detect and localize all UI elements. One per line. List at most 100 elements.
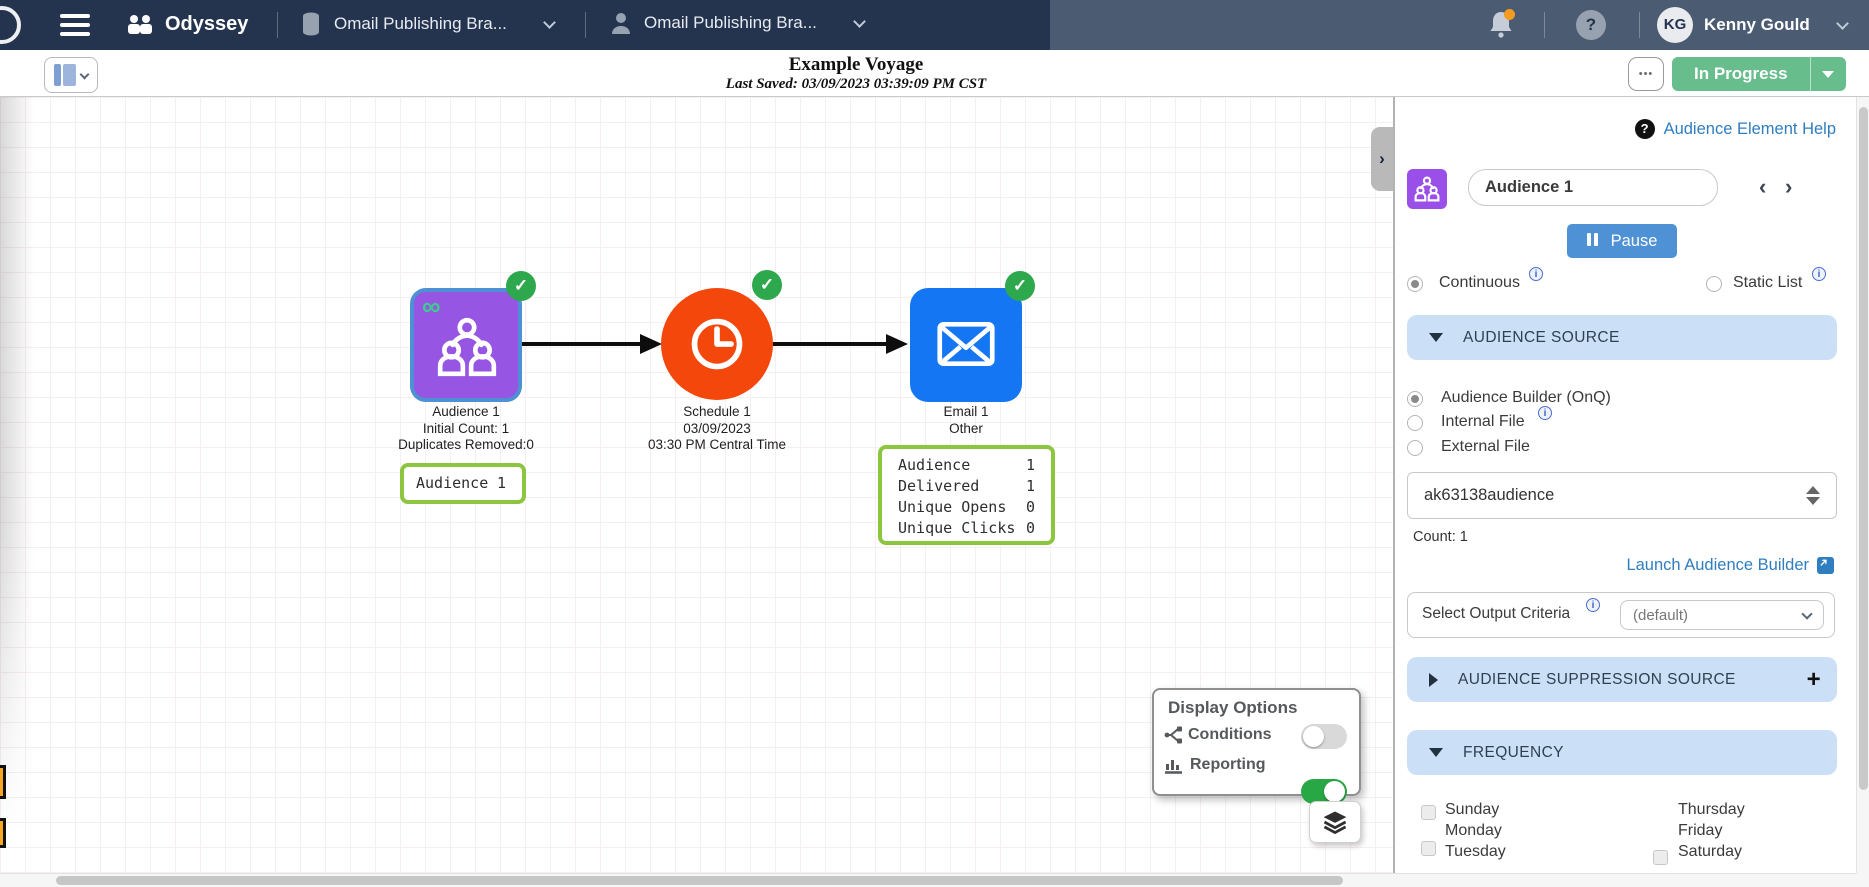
reporting-bar-chart-icon bbox=[1165, 760, 1182, 774]
vertical-scrollbar-thumb[interactable] bbox=[1859, 107, 1868, 790]
display-options-panel: Display Options Conditions Reporting bbox=[1152, 688, 1361, 804]
audience-initial-count: Initial Count: 1 bbox=[422, 420, 510, 436]
panel-divider bbox=[1393, 97, 1395, 873]
schedule-node-label: Schedule 1 03/09/2023 03:30 PM Central T… bbox=[597, 404, 837, 454]
stat-value: 1 bbox=[496, 474, 506, 492]
status-dropdown-toggle[interactable] bbox=[1809, 57, 1846, 91]
workspace-dropdown[interactable]: Omail Publishing Bra... bbox=[300, 11, 556, 37]
reporting-toggle[interactable] bbox=[1301, 779, 1347, 804]
pause-button[interactable]: Pause bbox=[1567, 224, 1677, 258]
database-icon bbox=[303, 12, 319, 36]
connector-arrowhead bbox=[640, 334, 662, 354]
output-criteria-box: Select Output Criteria i (default) bbox=[1407, 592, 1835, 638]
topbar-divider bbox=[585, 12, 586, 38]
check-badge-icon: ✓ bbox=[752, 270, 782, 300]
audience-count: Count: 1 bbox=[1413, 529, 1468, 545]
chevron-down-icon bbox=[79, 69, 90, 80]
audience-element-help[interactable]: ? Audience Element Help bbox=[1634, 119, 1836, 139]
checkbox-monday[interactable] bbox=[1421, 841, 1436, 856]
stat-label: Audience bbox=[416, 474, 489, 492]
checkbox-thursday[interactable] bbox=[1653, 850, 1668, 865]
email-type: Other bbox=[949, 420, 983, 436]
audience-element-help-label: Audience Element Help bbox=[1663, 119, 1836, 138]
connector-line bbox=[520, 342, 642, 346]
audience-duplicates: Duplicates Removed:0 bbox=[398, 437, 534, 452]
horizontal-scrollbar[interactable] bbox=[0, 873, 1856, 887]
radio-continuous[interactable] bbox=[1407, 276, 1423, 292]
scrollbar-corner bbox=[1856, 873, 1869, 887]
radio-static-list[interactable] bbox=[1706, 276, 1722, 292]
info-icon[interactable]: i bbox=[1586, 598, 1600, 612]
audience-title: Audience 1 bbox=[432, 404, 500, 419]
node-email[interactable] bbox=[910, 288, 1022, 402]
audience-source-header[interactable]: AUDIENCE SOURCE bbox=[1407, 315, 1837, 360]
audience-people-icon bbox=[437, 317, 497, 377]
node-schedule[interactable] bbox=[661, 288, 773, 400]
layers-icon bbox=[1323, 811, 1347, 835]
audience-select[interactable]: ak63138audience bbox=[1407, 472, 1837, 519]
day-label: Friday bbox=[1678, 822, 1723, 839]
notifications-bell[interactable] bbox=[1488, 9, 1515, 44]
email-title: Email 1 bbox=[943, 404, 989, 419]
prev-element-chevron[interactable]: ‹ bbox=[1759, 174, 1767, 199]
account-dropdown[interactable]: Omail Publishing Bra... bbox=[610, 11, 866, 35]
envelope-icon bbox=[937, 321, 995, 367]
day-label: Saturday bbox=[1678, 843, 1743, 860]
info-icon[interactable]: i bbox=[1529, 267, 1543, 281]
continuous-label: Continuous bbox=[1439, 274, 1520, 291]
day-label: Monday bbox=[1445, 822, 1502, 839]
expand-triangle-icon bbox=[1429, 672, 1438, 687]
audience-settings-panel: ? Audience Element Help ‹ › Pause Contin… bbox=[1395, 97, 1856, 887]
layout-panel-button[interactable] bbox=[44, 57, 98, 93]
info-icon[interactable]: i bbox=[1812, 267, 1826, 281]
more-options-button[interactable]: ••• bbox=[1628, 57, 1664, 91]
radio-audience-builder[interactable] bbox=[1407, 391, 1423, 407]
user-avatar[interactable]: KG bbox=[1657, 7, 1693, 43]
clock-icon bbox=[691, 318, 743, 370]
schedule-title: Schedule 1 bbox=[683, 404, 751, 419]
canvas-edge-shadow bbox=[0, 97, 34, 873]
horizontal-scrollbar-thumb[interactable] bbox=[56, 876, 1343, 885]
status-button[interactable]: In Progress bbox=[1672, 57, 1846, 91]
display-options-title: Display Options bbox=[1168, 698, 1298, 717]
hamburger-menu-icon[interactable] bbox=[60, 14, 90, 41]
brand-odyssey[interactable]: Odyssey bbox=[165, 13, 249, 35]
frequency-header[interactable]: FREQUENCY bbox=[1407, 730, 1837, 775]
audience-suppression-header[interactable]: AUDIENCE SUPPRESSION SOURCE + bbox=[1407, 657, 1837, 702]
external-link-icon bbox=[1817, 557, 1834, 574]
output-criteria-label: Select Output Criteria bbox=[1422, 605, 1571, 622]
pause-icon bbox=[1586, 232, 1601, 251]
audience-source-label: AUDIENCE SOURCE bbox=[1463, 328, 1620, 346]
radio-internal-file[interactable] bbox=[1407, 415, 1423, 431]
topbar-divider bbox=[1544, 12, 1545, 38]
offscreen-element-fragment bbox=[0, 765, 6, 799]
chevron-down-icon bbox=[1801, 607, 1813, 620]
workspace-label: Omail Publishing Bra... bbox=[334, 14, 507, 33]
voyage-canvas[interactable]: ∞ ✓ Audience 1 Initial Count: 1 Duplicat… bbox=[0, 97, 1393, 873]
voyage-toolbar: Example Voyage Last Saved: 03/09/2023 03… bbox=[0, 50, 1869, 97]
columns-icon bbox=[54, 64, 76, 91]
launch-audience-builder-link[interactable]: Launch Audience Builder bbox=[1626, 556, 1834, 575]
element-name-input[interactable] bbox=[1468, 169, 1718, 206]
info-icon[interactable]: i bbox=[1538, 406, 1552, 420]
radio-external-file[interactable] bbox=[1407, 440, 1423, 456]
continuous-infinity-icon: ∞ bbox=[422, 291, 441, 321]
audience-builder-label: Audience Builder (OnQ) bbox=[1441, 389, 1611, 406]
conditions-toggle[interactable] bbox=[1301, 724, 1347, 749]
audience-people-icon bbox=[1414, 176, 1440, 202]
node-audience[interactable]: ∞ bbox=[410, 288, 522, 402]
output-criteria-select[interactable]: (default) bbox=[1620, 600, 1824, 630]
layers-button[interactable] bbox=[1309, 801, 1361, 843]
connector-arrowhead bbox=[886, 334, 908, 354]
sort-arrows-icon bbox=[1806, 486, 1820, 505]
help-icon[interactable]: ? bbox=[1576, 10, 1606, 40]
add-suppression-button[interactable]: + bbox=[1806, 665, 1821, 693]
offscreen-element-fragment bbox=[0, 818, 6, 848]
vertical-scrollbar[interactable] bbox=[1856, 97, 1869, 887]
email-node-label: Email 1 Other bbox=[866, 404, 1066, 437]
next-element-chevron[interactable]: › bbox=[1785, 174, 1793, 199]
help-question-icon: ? bbox=[1634, 119, 1655, 139]
static-list-label: Static List bbox=[1733, 274, 1803, 291]
panel-collapse-handle[interactable]: › bbox=[1371, 127, 1393, 191]
checkbox-sunday[interactable] bbox=[1421, 805, 1436, 820]
